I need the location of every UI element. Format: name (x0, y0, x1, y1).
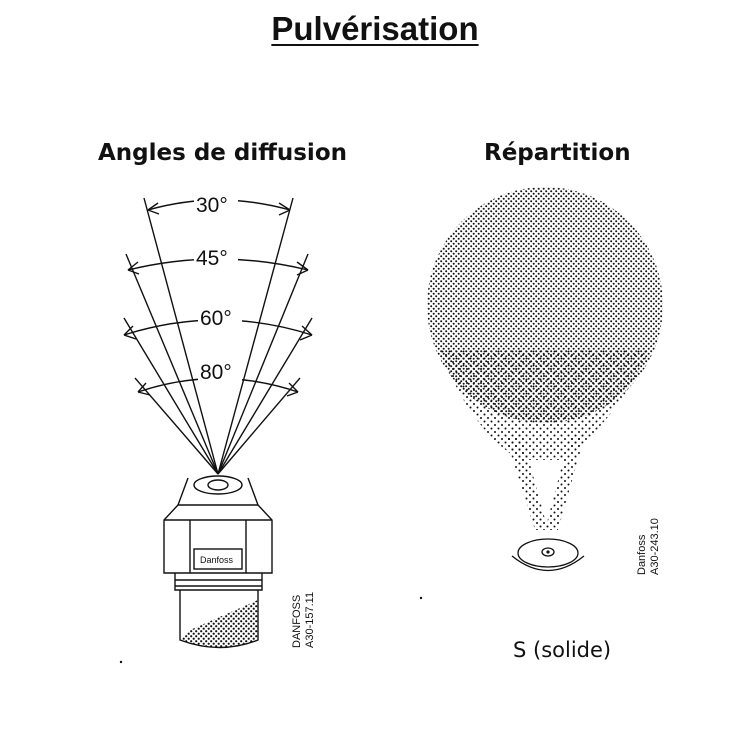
distribution-pattern (427, 187, 663, 572)
svg-text:A30-157.11: A30-157.11 (304, 592, 316, 648)
svg-text:A30-243.10: A30-243.10 (649, 518, 661, 575)
spray-cone (440, 350, 650, 460)
svg-text:Danfoss: Danfoss (636, 534, 648, 575)
distribution-heading: Répartition (484, 140, 631, 166)
spray-stream-left (505, 435, 548, 530)
angle-label-60: 60° (200, 307, 232, 330)
left-reference: DANFOSS A30-157.11 (291, 592, 316, 648)
speck (419, 596, 423, 600)
angle-label-80: 80° (200, 361, 232, 384)
angle-label-45: 45° (196, 247, 228, 270)
spray-lines (123, 197, 313, 475)
spray-angles-heading: Angles de diffusion (98, 140, 347, 166)
spray-stream-right (545, 435, 585, 530)
nozzle-outlet (511, 538, 585, 572)
right-reference: Danfoss A30-243.10 (636, 518, 661, 575)
distribution-caption: S (solide) (513, 638, 611, 662)
nozzle (163, 475, 273, 649)
svg-text:DANFOSS: DANFOSS (291, 595, 303, 648)
knurled-filter (180, 600, 258, 648)
angle-label-30: 30° (196, 194, 228, 217)
nozzle-brand-label: Danfoss (200, 555, 234, 565)
angle-labels: 30° 45° 60° 80° (194, 190, 242, 384)
speck (119, 660, 123, 664)
page-title: Pulvérisation (271, 10, 479, 47)
